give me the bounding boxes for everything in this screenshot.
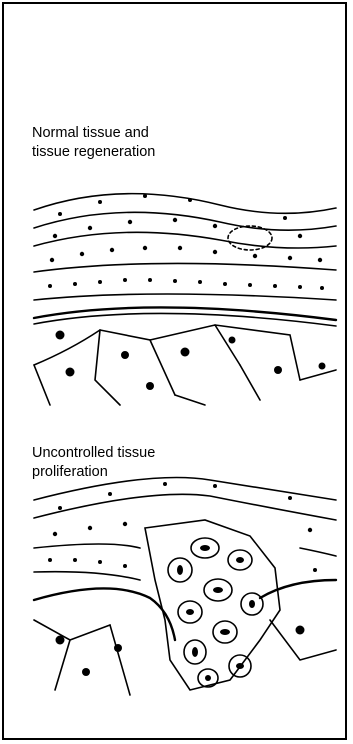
normal-nuclei <box>48 194 326 390</box>
normal-tissue-diagram <box>34 194 336 405</box>
proliferation-diagram <box>34 478 336 696</box>
